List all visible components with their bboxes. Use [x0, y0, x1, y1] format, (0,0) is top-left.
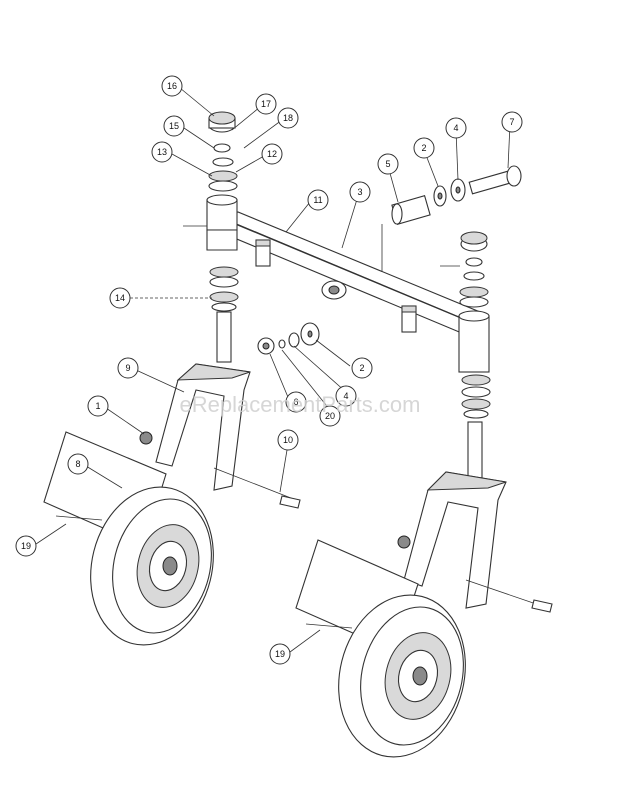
axle-parts-middle	[257, 322, 320, 355]
svg-text:16: 16	[167, 81, 177, 91]
callout-20: 20	[319, 405, 341, 427]
right-spindle-stack	[440, 231, 491, 479]
svg-text:9: 9	[125, 363, 130, 373]
svg-text:15: 15	[169, 121, 179, 131]
callout-19-left: 19	[15, 535, 37, 557]
callout-18: 18	[277, 107, 299, 129]
svg-text:11: 11	[313, 195, 322, 205]
svg-text:4: 4	[453, 123, 458, 133]
svg-text:2: 2	[359, 363, 364, 373]
callout-17: 17	[255, 93, 277, 115]
callout-19-right: 19	[269, 643, 291, 665]
svg-text:18: 18	[283, 113, 293, 123]
right-caster-fork	[397, 471, 553, 613]
callout-7: 7	[501, 111, 523, 133]
axle-parts-upper	[381, 165, 522, 272]
callout-3: 3	[349, 181, 371, 203]
svg-text:6: 6	[293, 397, 298, 407]
callout-5: 5	[377, 153, 399, 175]
left-spindle-stack	[183, 111, 239, 363]
callout-11: 11	[307, 189, 329, 211]
callout-13: 13	[151, 141, 173, 163]
callout-2-upper: 2	[413, 137, 435, 159]
callout-1: 1	[87, 395, 109, 417]
callout-6: 6	[285, 391, 307, 413]
callout-2-lower: 2	[351, 357, 373, 379]
svg-text:19: 19	[275, 649, 285, 659]
svg-text:17: 17	[261, 99, 271, 109]
svg-text:4: 4	[343, 391, 348, 401]
svg-text:13: 13	[157, 147, 167, 157]
svg-text:14: 14	[115, 293, 125, 303]
svg-text:3: 3	[357, 187, 362, 197]
svg-text:5: 5	[385, 159, 390, 169]
svg-text:1: 1	[95, 401, 100, 411]
watermark-text: eReplacementParts.com	[180, 392, 421, 417]
svg-text:10: 10	[283, 435, 293, 445]
callout-15: 15	[163, 115, 185, 137]
callout-4-lower: 4	[335, 385, 357, 407]
callout-16: 16	[161, 75, 183, 97]
leader-lines	[35, 87, 511, 653]
svg-text:7: 7	[509, 117, 514, 127]
callout-4-upper: 4	[445, 117, 467, 139]
left-caster-fork	[139, 363, 301, 509]
svg-text:19: 19	[21, 541, 31, 551]
svg-text:8: 8	[75, 459, 80, 469]
callout-10: 10	[277, 429, 299, 451]
callout-14: 14	[109, 287, 131, 309]
svg-text:12: 12	[267, 149, 277, 159]
right-wheel	[295, 539, 466, 758]
svg-text:2: 2	[421, 143, 426, 153]
callout-9: 9	[117, 357, 139, 379]
callout-12: 12	[261, 143, 283, 165]
callout-8: 8	[67, 453, 89, 475]
svg-text:20: 20	[325, 411, 335, 421]
cross-beam	[219, 211, 482, 335]
